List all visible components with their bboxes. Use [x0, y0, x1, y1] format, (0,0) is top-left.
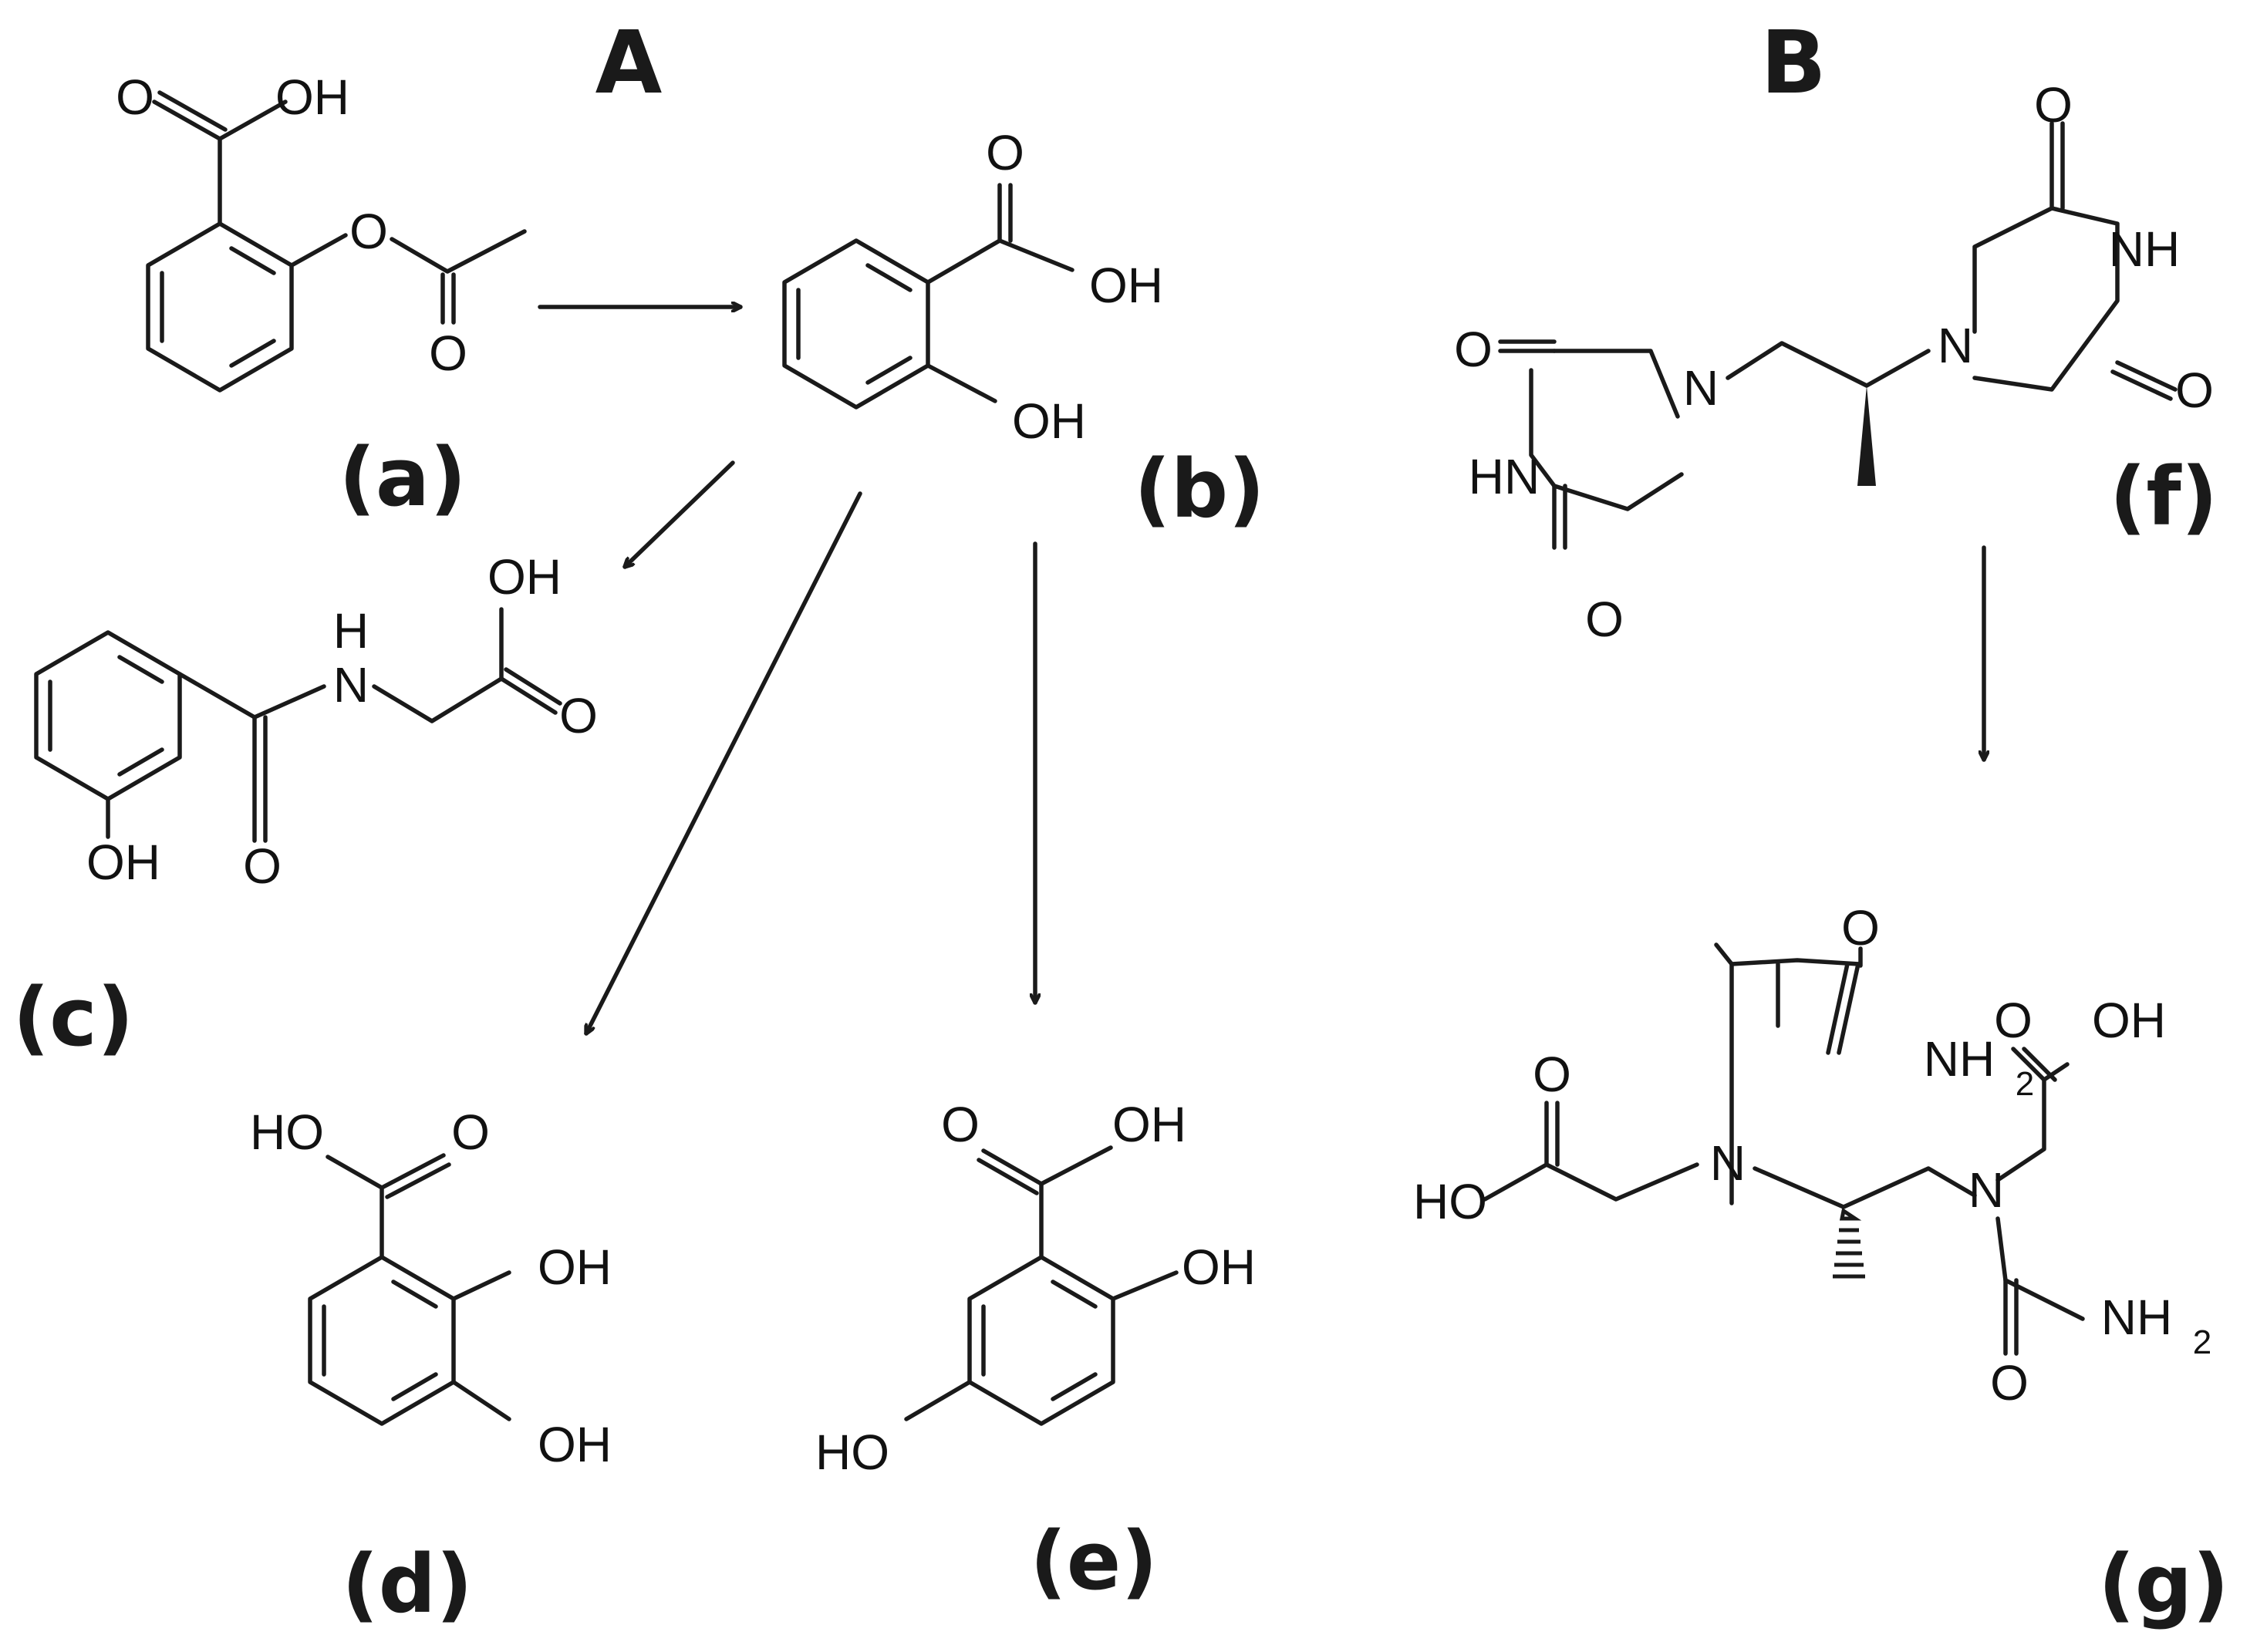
atom-o: O — [349, 204, 388, 259]
atom-o: O — [451, 1104, 490, 1160]
atom-o: O — [116, 69, 154, 125]
atom-o: O — [986, 125, 1024, 180]
atom-nh: NH — [2101, 1290, 2172, 1345]
label-b: (b) — [1134, 442, 1265, 536]
atom-oh: OH — [2092, 993, 2166, 1048]
molecule-g — [1483, 942, 2085, 1356]
molecule-a — [146, 90, 527, 393]
atom-oh: OH — [275, 69, 349, 125]
atom-oh: OH — [1012, 393, 1086, 449]
panel-a-title: A — [595, 13, 663, 113]
atom-oh: OH — [538, 1417, 612, 1472]
atom-o: O — [1585, 592, 1624, 647]
atom-nh: NH — [2109, 221, 2180, 277]
atom-n: N — [1938, 318, 1973, 373]
atom-o: O — [1841, 900, 1880, 956]
molecule-c — [34, 607, 562, 843]
atom-hn: HN — [1469, 449, 1540, 504]
atom-o: O — [1990, 1355, 2029, 1411]
atom-o: O — [429, 325, 467, 381]
atom-ho: HO — [1413, 1174, 1487, 1229]
subscript-2: 2 — [2193, 1323, 2211, 1361]
atom-n: N — [1683, 360, 1719, 416]
label-e: (e) — [1030, 1514, 1158, 1608]
wedge-bond — [1857, 386, 1876, 486]
arrow-b-to-c — [625, 460, 735, 567]
panel-b-title: B — [1760, 13, 1826, 113]
molecule-d — [308, 1153, 511, 1426]
atom-nh: NH — [1924, 1031, 1995, 1087]
atom-o: O — [941, 1097, 980, 1152]
atom-o: O — [243, 838, 282, 894]
subscript-2: 2 — [2016, 1065, 2034, 1103]
atom-o: O — [2034, 77, 2073, 133]
atom-ho: HO — [815, 1424, 889, 1480]
atom-oh: OH — [1182, 1239, 1256, 1295]
atom-o: O — [1533, 1047, 1571, 1102]
atom-o: O — [1454, 322, 1493, 377]
atom-o: O — [559, 688, 598, 743]
atom-h: H — [333, 603, 369, 659]
atom-ho: HO — [250, 1104, 324, 1160]
atom-o: O — [2175, 362, 2214, 418]
atom-n: N — [333, 657, 369, 713]
atom-oh: OH — [1112, 1097, 1186, 1152]
molecule-f — [1498, 121, 2178, 550]
label-a: (a) — [339, 430, 466, 524]
atom-oh: OH — [487, 549, 562, 605]
hash-bond — [1833, 1207, 1865, 1279]
label-g: (g) — [2098, 1537, 2229, 1631]
atom-o: O — [1994, 993, 2033, 1048]
atom-oh: OH — [86, 834, 160, 890]
arrow-b-to-d — [584, 491, 862, 1033]
atom-oh: OH — [538, 1239, 612, 1295]
atom-n: N — [1710, 1135, 1746, 1191]
label-d: (d) — [342, 1537, 473, 1631]
atom-n: N — [1968, 1162, 2004, 1218]
molecule-e — [904, 1145, 1179, 1426]
label-f: (f) — [2110, 450, 2218, 544]
label-c: (c) — [13, 970, 134, 1064]
molecule-b — [782, 183, 1074, 410]
atom-oh: OH — [1089, 258, 1163, 313]
